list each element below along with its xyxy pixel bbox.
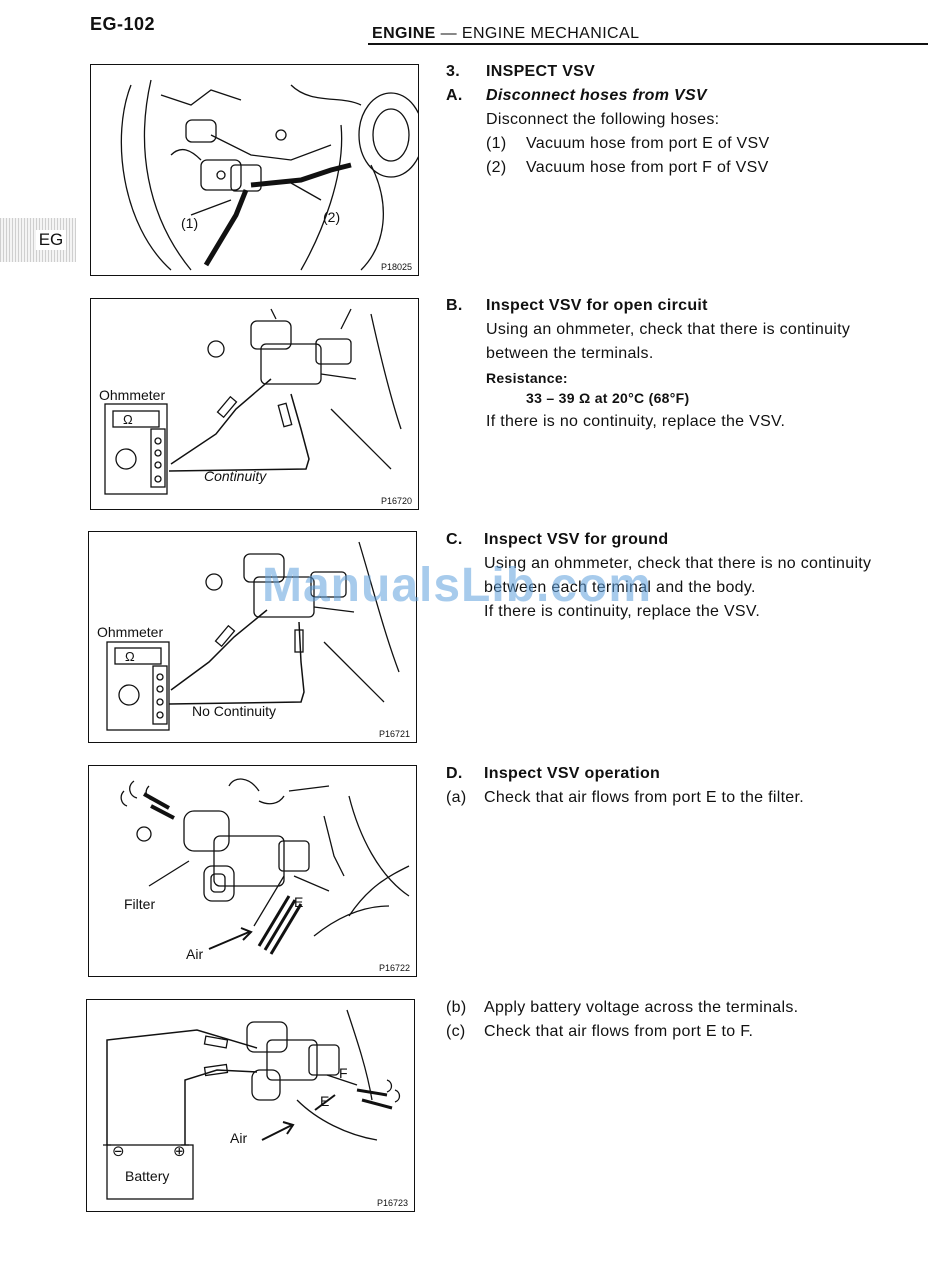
hose-label-2: (2) — [323, 209, 341, 225]
figure-code: P16720 — [380, 496, 412, 506]
section-header: ENGINE — ENGINE MECHANICAL — [372, 25, 639, 43]
page-number: EG-102 — [90, 14, 156, 34]
ohm-symbol: Ω — [123, 412, 133, 427]
step-title: INSPECT VSV — [486, 63, 596, 80]
hose-label-1: (1) — [181, 215, 199, 231]
substep-b-number: B. — [446, 297, 463, 314]
side-tab-label: EG — [35, 230, 67, 250]
substep-b-line3: If there is no continuity, replace the V… — [486, 413, 786, 430]
ohmmeter-no-continuity-illustration — [106, 541, 400, 731]
substep-c-title: Inspect VSV for ground — [484, 531, 669, 548]
engine-hose-illustration — [120, 79, 418, 271]
substep-d-number: D. — [446, 765, 463, 782]
substep-c-number: C. — [446, 531, 463, 548]
port-f-label: F — [339, 1065, 348, 1081]
air-label: Air — [186, 946, 204, 962]
figure-ground-check: Ω Ohmmeter No Continuity P16721 — [88, 531, 417, 743]
figure-code: P16723 — [376, 1198, 408, 1208]
hose-item-2-text: Vacuum hose from port F of VSV — [526, 159, 769, 176]
substep-d-c-number: (c) — [446, 1023, 466, 1040]
port-e-label: E — [294, 894, 304, 910]
resistance-label: Resistance: — [486, 370, 568, 386]
hose-item-1-text: Vacuum hose from port E of VSV — [526, 135, 770, 152]
vsv-battery-airflow-illustration — [103, 1009, 401, 1200]
battery-positive-terminal: ⊕ — [173, 1143, 186, 1160]
no-continuity-label: No Continuity — [192, 703, 277, 719]
battery-negative-terminal: ⊖ — [112, 1143, 125, 1160]
filter-label: Filter — [124, 896, 156, 912]
hose-item-1-number: (1) — [486, 135, 507, 152]
figure-air-flow-battery: ⊖ ⊕ Battery Air E F P16723 — [86, 999, 415, 1212]
section-name: ENGINE — [372, 25, 436, 42]
substep-b-title: Inspect VSV for open circuit — [486, 297, 708, 314]
substep-d-title: Inspect VSV operation — [484, 765, 661, 782]
substep-c-line3: If there is continuity, replace the VSV. — [484, 603, 761, 620]
figure-code: P16721 — [378, 729, 410, 739]
substep-d-a-text: Check that air flows from port E to the … — [484, 789, 804, 806]
hose-item-2-number: (2) — [486, 159, 507, 176]
subsection-name: ENGINE MECHANICAL — [461, 25, 640, 42]
substep-a-title: Disconnect hoses from VSV — [486, 87, 707, 104]
figure-code: P18025 — [380, 262, 412, 272]
resistance-value: 33 – 39 Ω at 20°C (68°F) — [526, 390, 690, 406]
substep-d-b-number: (b) — [446, 999, 467, 1016]
substep-b-line2: between the terminals. — [486, 345, 654, 362]
ohm-symbol: Ω — [125, 649, 135, 664]
substep-a-intro: Disconnect the following hoses: — [486, 111, 720, 128]
figure-hose-locations: (1) (2) P18025 — [90, 64, 419, 276]
substep-a-number: A. — [446, 87, 463, 104]
vsv-filter-airflow-illustration — [120, 778, 410, 955]
header-rule — [368, 43, 928, 45]
figure-code: P16722 — [378, 963, 410, 973]
substep-d-b-text: Apply battery voltage across the termina… — [484, 999, 799, 1016]
ohmmeter-label: Ohmmeter — [99, 387, 166, 403]
port-e-label: E — [320, 1093, 330, 1109]
ohmmeter-continuity-illustration — [104, 308, 402, 495]
header-dash: — — [440, 25, 458, 42]
substep-b-line1: Using an ohmmeter, check that there is c… — [486, 321, 851, 338]
substep-c-line1: Using an ohmmeter, check that there is n… — [484, 555, 872, 572]
substep-c-line2: between each terminal and the body. — [484, 579, 756, 596]
step-number: 3. — [446, 63, 460, 80]
substep-d-c-text: Check that air flows from port E to F. — [484, 1023, 754, 1040]
continuity-label: Continuity — [204, 468, 267, 484]
figure-air-flow-filter: Filter Air E P16722 — [88, 765, 417, 977]
figure-open-circuit: Ω Ohmmeter Continuity P16720 — [90, 298, 419, 510]
ohmmeter-label: Ohmmeter — [97, 624, 164, 640]
battery-label: Battery — [125, 1168, 170, 1184]
side-tab: EG — [0, 218, 76, 262]
substep-d-a-number: (a) — [446, 789, 467, 806]
air-label: Air — [230, 1130, 248, 1146]
